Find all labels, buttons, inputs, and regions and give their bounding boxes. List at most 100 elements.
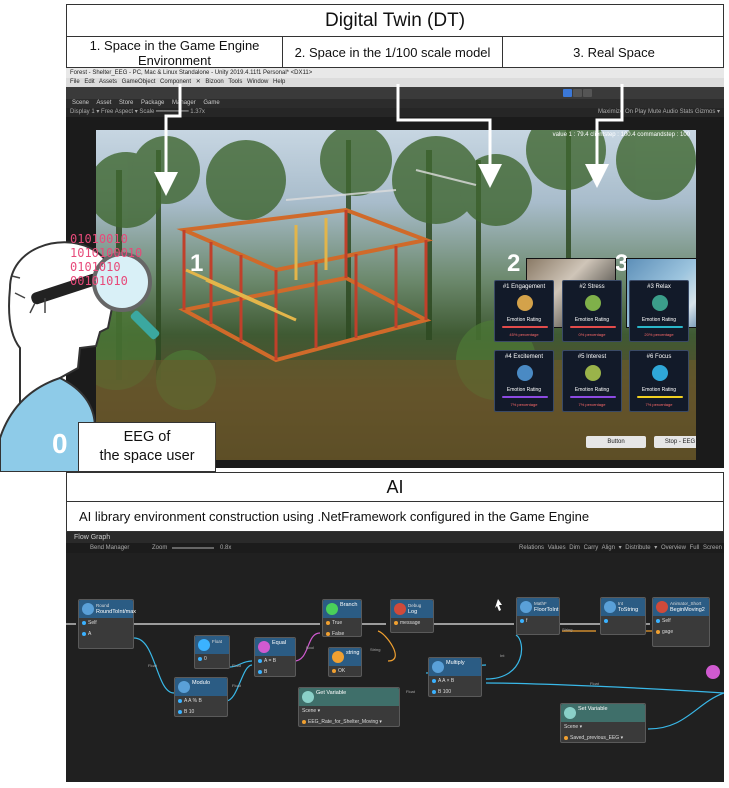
node-port-label: Scene ▾ — [302, 708, 321, 714]
float-icon — [198, 639, 210, 651]
node-port-label: A A × B — [438, 678, 455, 684]
node-port-label: True — [332, 620, 343, 626]
card-pct: 7% percentage — [510, 402, 538, 407]
graph-edges — [66, 599, 724, 730]
eeg-label-box: EEG of the space user — [78, 422, 216, 472]
eeg-label-line1: EEG of — [123, 429, 171, 445]
card-title: #5 Interest — [577, 354, 607, 360]
pause-button[interactable] — [573, 89, 582, 97]
game-view-options[interactable]: Maximize On Play Mute Audio Stats Gizmos… — [597, 109, 720, 115]
card-bar — [570, 326, 616, 328]
node-port-label: Self — [88, 620, 97, 626]
edge-label: Float — [232, 683, 241, 688]
mouse-cursor-icon — [495, 599, 502, 611]
multiply-icon — [432, 661, 444, 673]
zoom-slider[interactable] — [172, 547, 214, 549]
node-port-label: A A % B — [184, 698, 202, 704]
graph-toolbar-buttons[interactable]: Relations Values Dim Carry Align ▾ Distr… — [519, 545, 722, 551]
card-label: Emotion Rating — [574, 387, 610, 393]
step-button[interactable] — [583, 89, 592, 97]
card-pct: 7% percentage — [578, 402, 606, 407]
play-button[interactable] — [563, 89, 572, 97]
unity-window-title: Forest - Shelter_EEG - PC, Mac & Linux S… — [66, 68, 724, 78]
flow-graph-tab[interactable]: Flow Graph — [66, 532, 724, 543]
marker-1: 1 — [190, 250, 204, 277]
node-name: ToString — [618, 607, 639, 613]
node-modulo[interactable]: Modulo A A % B B 10 — [174, 677, 228, 717]
node-branch[interactable]: Branch True False — [322, 599, 362, 637]
card-title: #1 Engagement — [502, 284, 546, 290]
variable-icon — [302, 691, 314, 703]
card-pct: 45% percentage — [509, 332, 539, 337]
eeg-label-line2: the space user — [99, 448, 195, 464]
game-view-controls: Display 1 ▾ Free Aspect ▾ Scale ━━━━━━━━… — [66, 108, 724, 117]
node-port-label: B 100 — [438, 689, 452, 695]
card-pct: 7% percentage — [645, 402, 673, 407]
emotion-card-stress: #2 Stress Emotion Rating 0% percentage — [562, 280, 622, 342]
node-kind: Debug — [408, 603, 422, 608]
debug-icon — [394, 603, 406, 615]
node-port-label: B — [264, 669, 268, 675]
edge-label: String — [562, 627, 573, 632]
card-bar — [637, 326, 683, 328]
button[interactable]: Button — [586, 436, 646, 448]
node-name: Get Variable — [316, 690, 347, 696]
game-view[interactable]: value 1 : 79.4 clientstep : 100.4 comman… — [96, 130, 696, 460]
stop-eeg-collect-button[interactable]: Stop - EEG Collect — [654, 436, 696, 448]
unity-menu-bar[interactable]: File Edit Assets GameObject Component ✕ … — [66, 78, 724, 87]
display-settings[interactable]: Display 1 ▾ Free Aspect ▾ Scale ━━━━━━━━… — [70, 109, 205, 115]
edge-label: Float — [590, 681, 599, 686]
edge-label: Int — [500, 653, 505, 658]
card-bar — [502, 326, 548, 328]
card-bar — [570, 396, 616, 398]
equal-icon — [258, 641, 270, 653]
card-title: #4 Excitement — [504, 354, 544, 360]
variable-icon — [564, 707, 576, 719]
zoom-value: 0.8x — [220, 545, 232, 551]
node-name: RoundToInt/max — [96, 609, 137, 615]
digital-twin-header: Digital Twin (DT) 1. Space in the Game E… — [66, 4, 724, 68]
card-title: #6 Focus — [646, 354, 672, 360]
eeg-user-illustration: 01010010 1010100010 0101010 00101010 0 — [0, 228, 215, 473]
node-equal[interactable]: Equal A = B B — [254, 637, 296, 677]
node-name: Multiply — [446, 660, 465, 666]
mathf-icon — [520, 601, 532, 613]
engagement-icon — [517, 295, 533, 311]
edge-label: String — [370, 647, 381, 652]
node-port-label: Scene ▾ — [564, 724, 583, 730]
card-label: Emotion Rating — [574, 317, 610, 323]
node-float[interactable]: Float 0 — [194, 635, 230, 669]
column-scale-model: 2. Space in the 1/100 scale model — [283, 37, 503, 68]
relax-icon — [652, 295, 668, 311]
node-set-variable[interactable]: Set Variable Scene ▾ Saved_previous_EEG … — [560, 703, 646, 743]
node-port-label: A = B — [264, 658, 277, 664]
card-title: #2 Stress — [579, 284, 605, 290]
math-icon — [82, 603, 94, 615]
card-label: Emotion Rating — [506, 317, 542, 323]
node-get-variable[interactable]: Get Variable Scene ▾ EEG_Rate_for_Shelte… — [298, 687, 400, 727]
binary-stream: 01010010 1010100010 0101010 00101010 — [70, 232, 143, 288]
column-real-space: 3. Real Space — [573, 45, 655, 60]
card-label: Emotion Rating — [641, 387, 677, 393]
flow-graph-window: Flow Graph Bend Manager Zoom 0.8x Relati… — [66, 532, 724, 782]
column-game-engine: 1. Space in the Game Engine Environment — [67, 37, 283, 68]
edge-label: Bool — [306, 645, 315, 650]
stress-icon — [585, 295, 601, 311]
node-port-label: f — [526, 618, 528, 624]
card-label: Emotion Rating — [506, 387, 542, 393]
node-offscreen-icon[interactable] — [706, 665, 720, 679]
zoom-label: Zoom — [152, 545, 168, 551]
unity-view-tabs[interactable]: Scene Asset Store Package Manager Game — [66, 99, 724, 108]
focus-icon — [652, 365, 668, 381]
node-port-label: Self — [662, 618, 671, 624]
ai-subtitle: AI library environment construction usin… — [66, 502, 724, 532]
string-icon — [332, 651, 344, 663]
node-string[interactable]: string OK — [328, 647, 362, 677]
node-multiply[interactable]: Multiply A A × B B 100 — [428, 657, 482, 697]
